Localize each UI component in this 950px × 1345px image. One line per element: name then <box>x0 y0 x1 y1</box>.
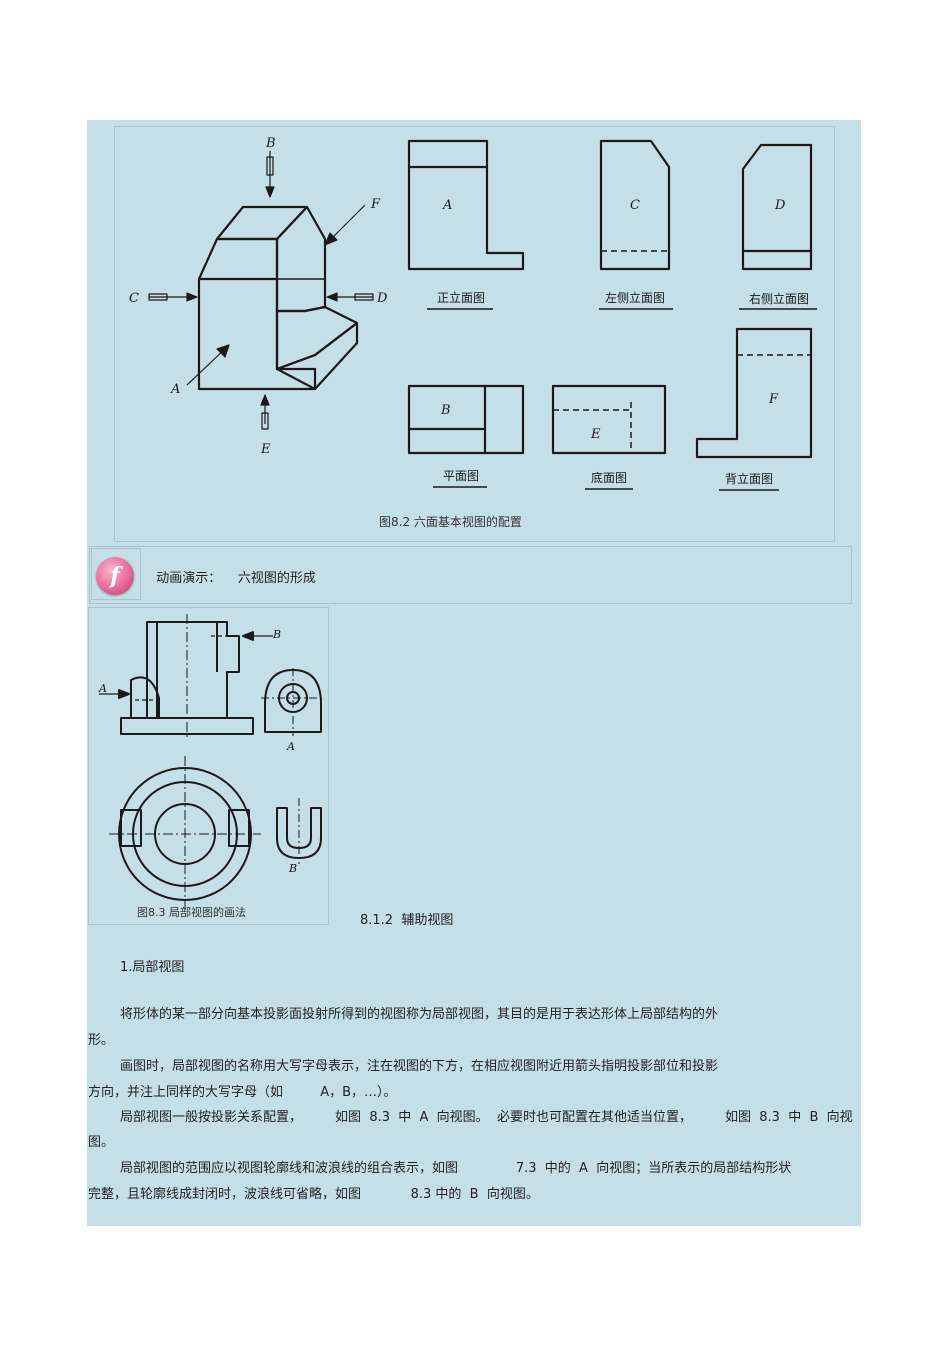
view-name-bottom: 底面图 <box>591 470 627 485</box>
figure-8-2-caption: 图8.2 六面基本视图的配置 <box>379 514 522 529</box>
view-name-left: 左侧立面图 <box>605 290 665 305</box>
view-back <box>695 327 813 459</box>
partial-view-b <box>276 798 322 864</box>
paragraph-3-line-2: 图。 <box>88 1135 115 1150</box>
view-right <box>741 143 813 271</box>
view-letter-b: B <box>440 403 451 418</box>
label-b-arrow: B <box>272 628 281 641</box>
view-letter-d: D <box>774 198 786 213</box>
animation-demo-bar[interactable] <box>89 546 852 604</box>
view-plan <box>407 384 525 455</box>
iso-label-b: B <box>265 136 276 151</box>
paragraph-4-line-1: 局部视图的范围应以视图轮廓线和波浪线的组合表示，如图 7.3 中的 A 向视图；… <box>120 1161 792 1176</box>
paragraph-3-line-1: 局部视图一般按投影关系配置， 如图 8.3 中 A 向视图。 必要时也可配置在其… <box>120 1110 853 1125</box>
view-name-plan: 平面图 <box>443 469 479 483</box>
label-a-arrow: A <box>98 682 107 695</box>
view-front <box>407 139 525 271</box>
section-heading: 8.1.2 辅助视图 <box>360 913 454 928</box>
label-a-view: A <box>286 740 295 753</box>
top-view-ring <box>109 756 261 910</box>
side-view-a <box>261 668 325 736</box>
label-b-view: B <box>288 862 297 875</box>
view-letter-e: E <box>590 427 601 442</box>
paragraph-4-line-2: 完整，且轮廓线成封闭时，波浪线可省略，如图 8.3 中的 B 向视图。 <box>88 1187 539 1202</box>
six-views-drawing: B E C D F A <box>129 136 817 529</box>
figure-8-3-caption: 图8.3 局部视图的画法 <box>137 905 246 919</box>
subheading: 1.局部视图 <box>120 960 185 975</box>
direction-arrows <box>148 151 374 430</box>
view-name-right: 右侧立面图 <box>749 291 809 306</box>
isometric-object <box>197 205 359 391</box>
animation-prefix: 动画演示： <box>156 571 222 586</box>
paragraph-1-line-2: 形。 <box>88 1033 115 1048</box>
animation-title: 六视图的形成 <box>237 571 316 586</box>
view-name-front: 正立面图 <box>437 290 485 305</box>
iso-label-a: A <box>170 382 180 397</box>
front-view-part <box>99 614 273 740</box>
view-letter-f: F <box>768 392 779 407</box>
iso-label-f: F <box>370 197 381 212</box>
view-bottom <box>551 384 667 455</box>
iso-label-c: C <box>129 291 139 306</box>
figure-partial-view: B A A B 图8.3 局部视图的画法 <box>88 607 329 925</box>
view-left <box>599 139 671 271</box>
figure-six-views: B E C D F A <box>114 126 835 542</box>
flash-player-icon[interactable]: f <box>96 557 134 595</box>
view-letter-c: C <box>630 198 640 213</box>
animation-icon-frame <box>91 548 141 600</box>
partial-view-drawing: B A A B 图8.3 局部视图的画法 <box>98 614 325 919</box>
iso-label-e: E <box>260 442 271 457</box>
paragraph-2-line-1: 画图时，局部视图的名称用大写字母表示，注在视图的下方，在相应视图附近用箭头指明投… <box>120 1059 719 1074</box>
view-letter-a: A <box>442 198 452 213</box>
animation-label[interactable]: 动画演示： 六视图的形成 <box>148 552 316 586</box>
paragraph-2-line-2: 方向，并注上同样的大写字母（如 A，B，…）。 <box>88 1085 397 1100</box>
view-name-back: 背立面图 <box>725 471 773 486</box>
iso-label-d: D <box>376 291 388 306</box>
paragraph-1-line-1: 将形体的某一部分向基本投影面投射所得到的视图称为局部视图，其目的是用于表达形体上… <box>120 1007 719 1022</box>
